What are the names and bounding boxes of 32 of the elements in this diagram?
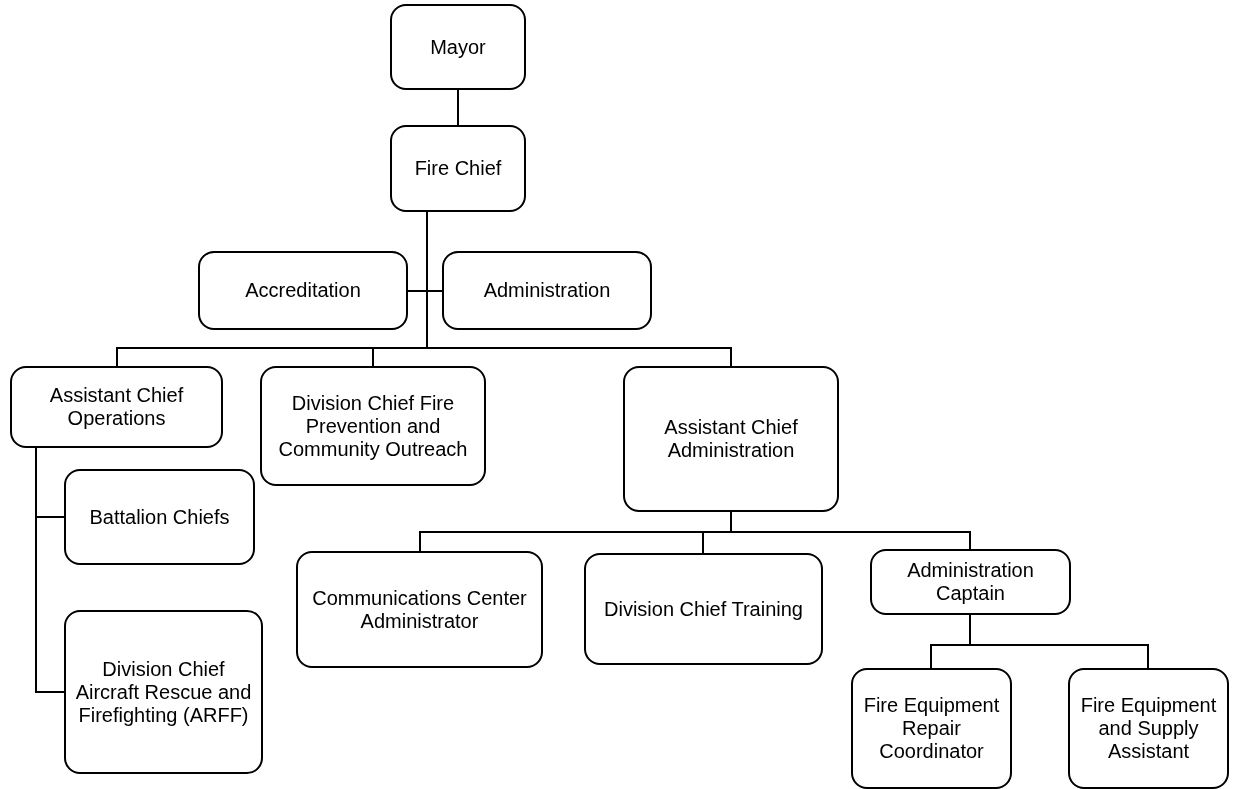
role-title: Assistant Chief Administration — [663, 416, 799, 462]
role-box — [64, 469, 255, 565]
role-box — [623, 366, 839, 512]
role-title: Administration — [482, 279, 612, 302]
role-title: Division Chief Aircraft Rescue and Firefighting (ARFF) — [74, 657, 253, 727]
role-box — [296, 551, 543, 668]
role-box — [64, 610, 263, 774]
role-title: Administration Captain — [906, 559, 1035, 605]
role-title: Fire Equipment Repair Coordinator — [862, 694, 1001, 763]
connector-line — [457, 89, 459, 126]
role-title: Communications Center Administrator — [311, 586, 528, 633]
role-box — [390, 125, 526, 212]
role-box — [260, 366, 486, 486]
connector-line — [730, 511, 971, 550]
role-title: Fire Chief — [413, 157, 503, 180]
role-box — [870, 549, 1071, 615]
role-box — [390, 4, 526, 90]
role-title: Battalion Chiefs — [88, 505, 231, 529]
role-box — [584, 553, 823, 665]
role-box — [442, 251, 652, 330]
role-box — [198, 251, 408, 330]
role-box — [1068, 668, 1229, 789]
role-title: Accreditation — [244, 279, 362, 302]
role-title: Fire Equipment and Supply Assistant — [1079, 694, 1218, 763]
role-title: Division Chief Fire Prevention and Community Outreach — [277, 391, 469, 461]
connector-line — [969, 614, 1149, 669]
role-title: Mayor — [429, 35, 487, 59]
role-box — [851, 668, 1012, 789]
connector-line — [35, 447, 65, 693]
role-title: Assistant Chief Operations — [48, 384, 185, 430]
role-title: Division Chief Training — [603, 597, 804, 621]
role-box — [10, 366, 223, 448]
